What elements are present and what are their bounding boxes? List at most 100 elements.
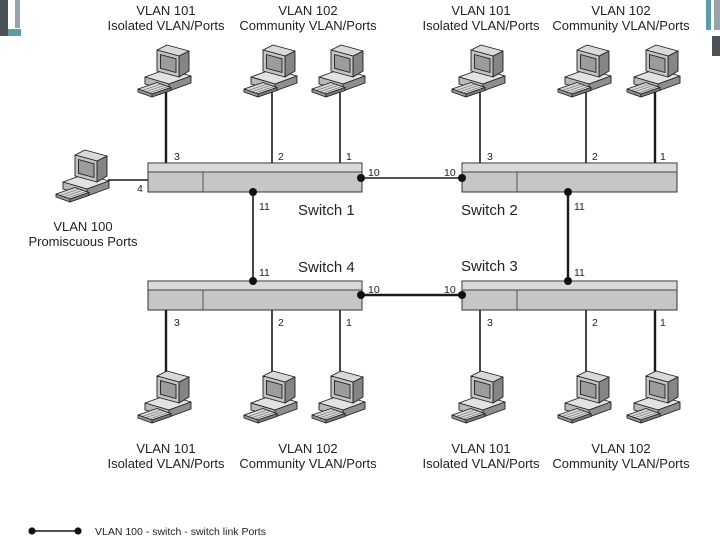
vlan-id: VLAN 101 [136, 3, 195, 18]
port-label: 1 [660, 151, 666, 163]
computer-icon [311, 44, 366, 98]
computer-icon [55, 149, 110, 203]
corner-bar-dark [0, 0, 8, 36]
link-port-dot [564, 188, 572, 196]
switch-name: Switch 3 [461, 258, 518, 275]
computer-icon [626, 370, 681, 424]
vlan-type: Community VLAN/Ports [552, 18, 690, 33]
computer-icon [137, 44, 192, 98]
switch-name: Switch 1 [298, 202, 355, 219]
port-label: 11 [259, 201, 270, 213]
bottom-vlan-labels: VLAN 101 Isolated VLAN/Ports VLAN 102 Co… [107, 441, 690, 471]
port-label: 10 [444, 167, 456, 179]
corner-bar-accent [8, 29, 21, 36]
vlan-id: VLAN 102 [591, 441, 650, 456]
vlan-type: Isolated VLAN/Ports [107, 18, 225, 33]
port-labels-top: 3 2 1 4 10 11 3 2 1 10 11 [137, 151, 666, 213]
port-label: 2 [592, 151, 598, 163]
port-label: 3 [487, 151, 493, 163]
port-label: 11 [574, 267, 585, 279]
slide-corner-decoration-top-right [706, 0, 720, 56]
top-hosts [137, 44, 681, 98]
vlan-id: VLAN 101 [451, 441, 510, 456]
link-port-dot [357, 291, 365, 299]
link-port-dot [249, 277, 257, 285]
computer-icon [243, 370, 298, 424]
port-label: 2 [592, 317, 598, 329]
port-label: 2 [278, 317, 284, 329]
vlan-type: Isolated VLAN/Ports [422, 456, 540, 471]
link-port-dot [458, 174, 466, 182]
port-label: 11 [259, 267, 270, 279]
switch-1 [147, 162, 363, 193]
port-labels-bottom: 11 10 3 2 1 11 10 3 2 1 [174, 267, 666, 329]
vlan-type: Isolated VLAN/Ports [107, 456, 225, 471]
computer-icon [626, 44, 681, 98]
vlan-group-label: VLAN 102 Community VLAN/Ports [552, 3, 690, 33]
link-port-dot [458, 291, 466, 299]
vlan-type: Isolated VLAN/Ports [422, 18, 540, 33]
link-port-dot [564, 277, 572, 285]
top-vlan-labels: VLAN 101 Isolated VLAN/Ports VLAN 102 Co… [107, 3, 690, 33]
legend-port-dot [74, 527, 82, 535]
vlan-group-label: VLAN 101 Isolated VLAN/Ports [422, 441, 540, 471]
computer-icon [557, 44, 612, 98]
legend: VLAN 100 - switch - switch link Ports [28, 526, 266, 538]
switch-top-band [147, 162, 363, 173]
legend-label: VLAN 100 - switch - switch link Ports [95, 526, 266, 538]
promiscuous-host: VLAN 100 Promiscuous Ports [28, 149, 138, 249]
switch-name: Switch 2 [461, 202, 518, 219]
switch-name: Switch 4 [298, 259, 355, 276]
host-links [108, 92, 657, 372]
vlan-id: VLAN 101 [136, 441, 195, 456]
vlan-type: Community VLAN/Ports [239, 456, 377, 471]
port-label: 3 [174, 151, 180, 163]
switch-2 [461, 162, 678, 193]
corner-bar-dark [712, 36, 720, 56]
computer-icon [451, 44, 506, 98]
port-label: 3 [174, 317, 180, 329]
vlan-id: VLAN 100 [53, 219, 112, 234]
vlan-type: Community VLAN/Ports [552, 456, 690, 471]
vlan-group-label: VLAN 102 Community VLAN/Ports [239, 441, 377, 471]
computer-icon [451, 370, 506, 424]
switch-3 [461, 280, 678, 311]
link-port-dot [357, 174, 365, 182]
link-port-dot [249, 188, 257, 196]
port-label: 1 [346, 317, 352, 329]
vlan-group-label: VLAN 101 Isolated VLAN/Ports [107, 441, 225, 471]
port-label: 11 [574, 201, 585, 213]
port-label: 3 [487, 317, 493, 329]
computer-icon [311, 370, 366, 424]
port-label: 2 [278, 151, 284, 163]
vlan-group-label: VLAN 101 Isolated VLAN/Ports [422, 3, 540, 33]
bottom-hosts [137, 370, 681, 424]
vlan-group-label: VLAN 102 Community VLAN/Ports [239, 3, 377, 33]
corner-bar-accent [706, 0, 711, 30]
vlan-type: Community VLAN/Ports [239, 18, 377, 33]
corner-bar-light [15, 0, 20, 28]
port-label: 10 [444, 284, 456, 296]
slide-corner-decoration-top-left [0, 0, 21, 36]
port-label: 10 [368, 284, 380, 296]
vlan-id: VLAN 102 [278, 3, 337, 18]
vlan-group-label: VLAN 102 Community VLAN/Ports [552, 441, 690, 471]
computer-icon [137, 370, 192, 424]
vlan-id: VLAN 102 [278, 441, 337, 456]
vlan-id: VLAN 101 [451, 3, 510, 18]
port-label: 10 [368, 167, 380, 179]
vlan-type: Promiscuous Ports [28, 234, 138, 249]
legend-port-dot [28, 527, 36, 535]
port-label: 1 [346, 151, 352, 163]
switch-links [249, 174, 572, 299]
computer-icon [557, 370, 612, 424]
vlan-group-label: VLAN 101 Isolated VLAN/Ports [107, 3, 225, 33]
port-label: 1 [660, 317, 666, 329]
switch-4 [147, 280, 363, 311]
vlan-id: VLAN 102 [591, 3, 650, 18]
port-label: 4 [137, 183, 143, 195]
corner-bar-light [714, 0, 720, 30]
computer-icon [243, 44, 298, 98]
switch-top-band [461, 162, 678, 173]
